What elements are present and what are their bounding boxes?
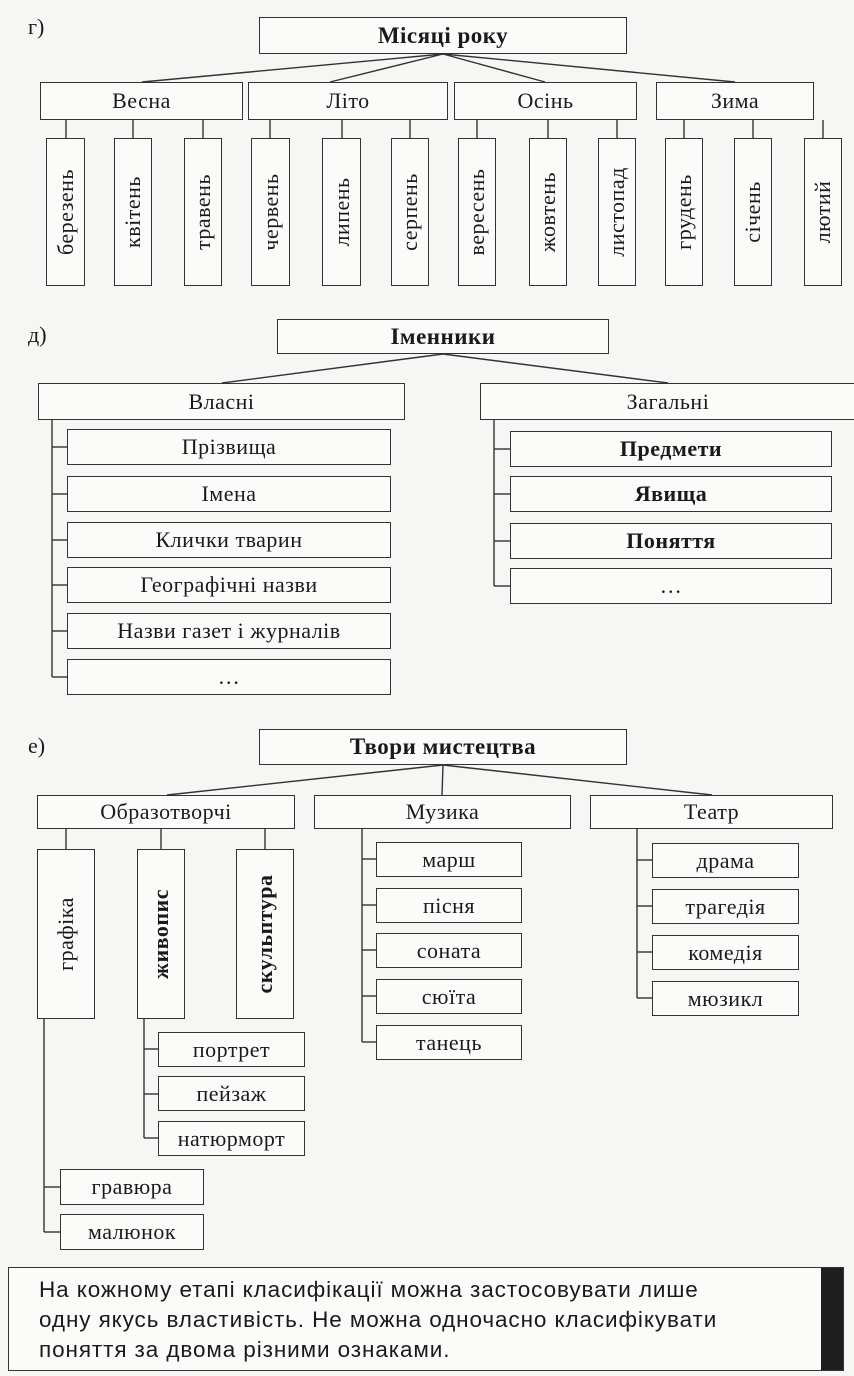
music: Музика — [314, 795, 571, 829]
month-label: грудень — [671, 174, 696, 250]
graphics-type: гравюра — [60, 1169, 204, 1205]
theatre-genre: драма — [652, 843, 799, 878]
month-box: квітень — [114, 138, 152, 286]
month-box: січень — [734, 138, 772, 286]
month-box: лютий — [804, 138, 842, 286]
painting-genre: пейзаж — [158, 1076, 305, 1111]
visual-art-type: живопис — [137, 849, 185, 1019]
common-nouns: Загальні — [480, 383, 854, 420]
month-box: березень — [46, 138, 85, 286]
season-autumn: Осінь — [454, 82, 637, 120]
graphics-type: малюнок — [60, 1214, 204, 1250]
classification-rule: На кожному етапі класифікації можна заст… — [8, 1267, 844, 1371]
proper-noun-item: … — [67, 659, 391, 695]
theatre: Театр — [590, 795, 833, 829]
visual-art-type: скульптура — [236, 849, 294, 1019]
month-label: лютий — [810, 180, 835, 244]
nouns-root: Іменники — [277, 319, 609, 354]
month-box: жовтень — [529, 138, 567, 286]
proper-noun-item: Прізвища — [67, 429, 391, 465]
music-genre: соната — [376, 933, 522, 968]
month-label: січень — [740, 181, 765, 243]
visual-arts: Образотворчі — [37, 795, 295, 829]
artworks-root: Твори мистецтва — [259, 729, 627, 765]
common-noun-item: … — [510, 568, 832, 604]
proper-noun-item: Імена — [67, 476, 391, 512]
section-label-g: г) — [28, 14, 45, 39]
visual-art-type-label: скульптура — [252, 874, 277, 994]
visual-art-type-label: живопис — [148, 889, 173, 979]
month-label: червень — [257, 173, 283, 251]
common-noun-item: Предмети — [510, 431, 832, 467]
season-summer: Літо — [248, 82, 448, 120]
music-genre: сюїта — [376, 979, 522, 1014]
season-winter: Зима — [656, 82, 814, 120]
month-label: липень — [328, 177, 354, 247]
month-box: вересень — [458, 138, 496, 286]
proper-noun-item: Географічні назви — [67, 567, 391, 603]
accent-bar — [821, 1268, 843, 1370]
music-genre: пісня — [376, 888, 522, 923]
month-box: травень — [184, 138, 222, 286]
rule-line-2: одну якусь властивість. Не можна одночас… — [39, 1307, 718, 1332]
month-box: грудень — [665, 138, 703, 286]
month-label: листопад — [604, 167, 629, 257]
month-label: серпень — [397, 173, 422, 251]
month-box: листопад — [598, 138, 636, 286]
month-label: березень — [52, 169, 78, 255]
rule-line-3: поняття за двома різними ознаками. — [39, 1337, 451, 1362]
proper-noun-item: Клички тварин — [67, 522, 391, 558]
theatre-genre: трагедія — [652, 889, 799, 924]
section-label-d: д) — [28, 322, 47, 347]
month-box: серпень — [391, 138, 429, 286]
month-box: червень — [251, 138, 290, 286]
common-noun-item: Поняття — [510, 523, 832, 559]
month-label: жовтень — [535, 171, 560, 253]
proper-nouns: Власні — [38, 383, 405, 420]
section-label-e: е) — [28, 733, 46, 758]
month-label: квітень — [120, 176, 145, 248]
rule-line-1: На кожному етапі класифікації можна заст… — [39, 1277, 699, 1302]
theatre-genre: комедія — [652, 935, 799, 970]
month-label: травень — [190, 174, 215, 250]
months-root: Місяці року — [259, 17, 627, 54]
season-spring: Весна — [40, 82, 243, 120]
painting-genre: портрет — [158, 1032, 305, 1067]
music-genre: марш — [376, 842, 522, 877]
proper-noun-item: Назви газет і журналів — [67, 613, 391, 649]
common-noun-item: Явища — [510, 476, 832, 512]
visual-art-type-label: графіка — [53, 897, 78, 971]
painting-genre: натюрморт — [158, 1121, 305, 1156]
theatre-genre: мюзикл — [652, 981, 799, 1016]
visual-art-type: графіка — [37, 849, 95, 1019]
month-box: липень — [322, 138, 361, 286]
music-genre: танець — [376, 1025, 522, 1060]
month-label: вересень — [464, 168, 489, 256]
